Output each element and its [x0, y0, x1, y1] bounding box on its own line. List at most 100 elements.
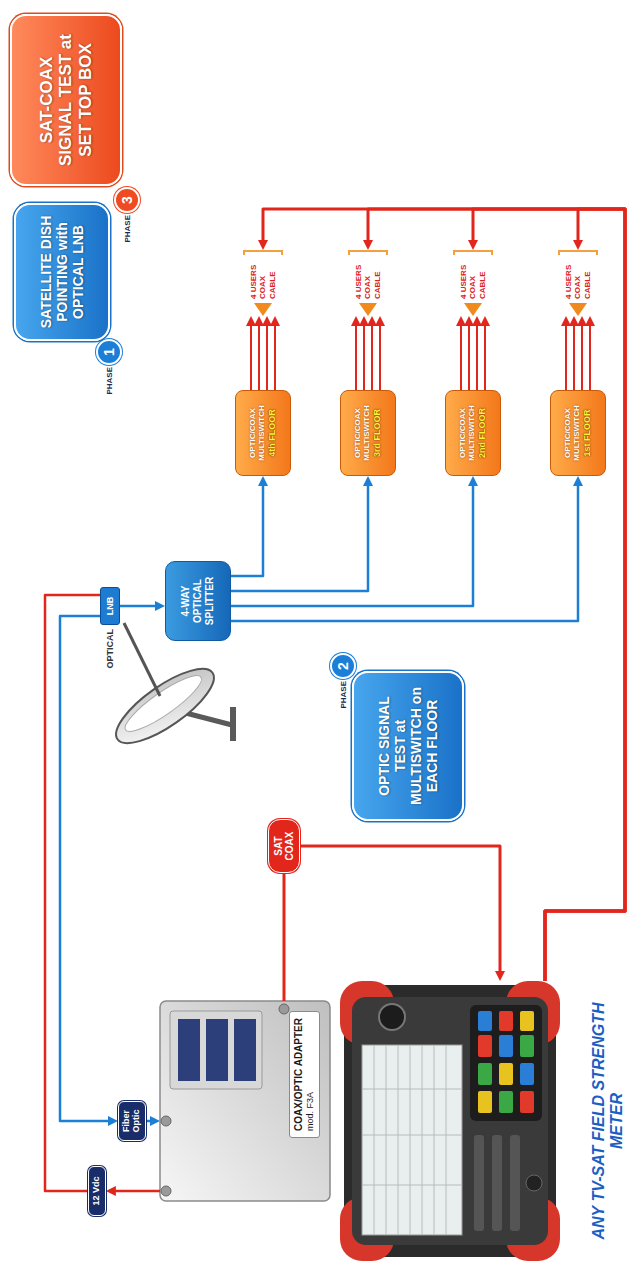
users-marker: 4 USERS COAX CABLE [558, 250, 598, 316]
cable-line [573, 323, 575, 390]
floor-text: 3rd FLOOR [372, 409, 384, 457]
arrow-head [363, 240, 373, 250]
arrow-head [569, 316, 579, 326]
device-model: mod. F3A [305, 1018, 316, 1131]
field-meter [340, 981, 560, 1261]
arrow-head [456, 316, 466, 326]
cable-connector [456, 316, 490, 390]
arrow-head [150, 1116, 160, 1126]
cable-line [379, 323, 381, 390]
floor-text: 2nd FLOOR [477, 408, 489, 458]
phase-number: 3 [120, 196, 134, 204]
users-triangle [254, 303, 272, 316]
cable-line [231, 483, 473, 606]
cable-line [589, 323, 591, 390]
floor-text: 1st FLOOR [582, 410, 594, 457]
users-bracket [348, 250, 388, 255]
cable-connector [258, 209, 625, 981]
lnb-text: LNB [106, 597, 115, 616]
adapter-box [160, 1001, 330, 1201]
cable-line [231, 483, 368, 591]
cable-connector [231, 476, 478, 606]
cable-connector [120, 601, 165, 611]
callout-text: SATELLITE DISH POINTING with OPTICAL LNB [38, 213, 86, 331]
arrow-head [573, 240, 583, 250]
cable-connector [545, 209, 625, 981]
port-tag: 12 Vdc [88, 1166, 106, 1216]
cable-line [476, 323, 478, 390]
arrow-head [258, 476, 268, 486]
multiswitch-text: OPTIC/COAX MULTISWITCH [353, 395, 372, 471]
cable-line [266, 323, 268, 390]
arrow-head [464, 316, 474, 326]
arrow-head [254, 316, 264, 326]
cable-connector [45, 595, 100, 1191]
arrow-head [106, 1186, 116, 1196]
tag-text: SAT COAX [273, 825, 295, 867]
arrow-head [495, 971, 505, 981]
users-text: 4 USERS COAX CABLE [249, 259, 277, 299]
cable-line [545, 209, 625, 981]
cable-connector [284, 873, 285, 1001]
arrow-head [480, 316, 490, 326]
multiswitch-box: OPTIC/COAX MULTISWITCH4th FLOOR [235, 390, 291, 476]
cable-line [300, 846, 500, 974]
cable-connector [60, 616, 118, 1126]
arrow-head [359, 316, 369, 326]
multiswitch-box: OPTIC/COAX MULTISWITCH2nd FLOOR [445, 390, 501, 476]
cable-line [113, 1190, 160, 1193]
cable-line [283, 873, 286, 1001]
arrow-head [351, 316, 361, 326]
callout-text: OPTIC SIGNAL TEST at MULTISWITCH on EACH… [376, 681, 440, 811]
arrow-head [367, 316, 377, 326]
users-bracket [243, 250, 283, 255]
floor-text: 4th FLOOR [267, 409, 279, 457]
phase-callout: OPTIC SIGNAL TEST at MULTISWITCH on EACH… [352, 671, 464, 821]
field-meter: ANY TV-SAT FIELD STRENGTH METER [340, 981, 560, 1261]
cable-line [274, 323, 276, 390]
device-plate: COAX/OPTIC ADAPTERmod. F3A [289, 1011, 320, 1138]
users-bracket [558, 250, 598, 255]
arrow-head [375, 316, 385, 326]
cable-line [258, 323, 260, 390]
users-marker: 4 USERS COAX CABLE [453, 250, 493, 316]
cable-connector [106, 1186, 160, 1196]
cable-line [581, 323, 583, 390]
cable-line [363, 323, 365, 390]
cable-line [468, 323, 470, 390]
tag-text: Fiber Optic [122, 1106, 142, 1136]
multiswitch-text: OPTIC/COAX MULTISWITCH [563, 395, 582, 471]
users-marker: 4 USERS COAX CABLE [243, 250, 283, 316]
cable-line [460, 323, 462, 390]
adapter-device: COAX/OPTIC ADAPTERmod. F3A [160, 1001, 330, 1201]
satellite-dish [106, 623, 236, 756]
cable-line [484, 323, 486, 390]
cable-connector [231, 476, 373, 591]
cable-line [565, 323, 567, 390]
cable-connector [146, 1116, 160, 1126]
users-text: 4 USERS COAX CABLE [354, 259, 382, 299]
cable-line [45, 595, 100, 1191]
phase-badge: PHASE1 [96, 339, 122, 365]
cable-line [263, 209, 625, 981]
users-marker: 4 USERS COAX CABLE [348, 250, 388, 316]
users-bracket [453, 250, 493, 255]
multiswitch-text: OPTIC/COAX MULTISWITCH [458, 395, 477, 471]
cable-line [60, 616, 111, 1121]
arrow-head [472, 316, 482, 326]
multiswitch-box: OPTIC/COAX MULTISWITCH3rd FLOOR [340, 390, 396, 476]
cable-connector [468, 209, 625, 981]
lnb-heading: OPTICAL [105, 629, 115, 669]
cable-line [231, 483, 578, 621]
tag-text: 12 Vdc [92, 1176, 102, 1205]
arrow-head [577, 316, 587, 326]
multiswitch-text: OPTIC/COAX MULTISWITCH [248, 395, 267, 471]
cable-line [250, 323, 252, 390]
cable-line [368, 209, 625, 981]
cable-connector [300, 846, 505, 981]
arrow-head [262, 316, 272, 326]
cable-line [473, 209, 625, 981]
phase-badge: PHASE2 [330, 653, 356, 679]
arrow-head [246, 316, 256, 326]
